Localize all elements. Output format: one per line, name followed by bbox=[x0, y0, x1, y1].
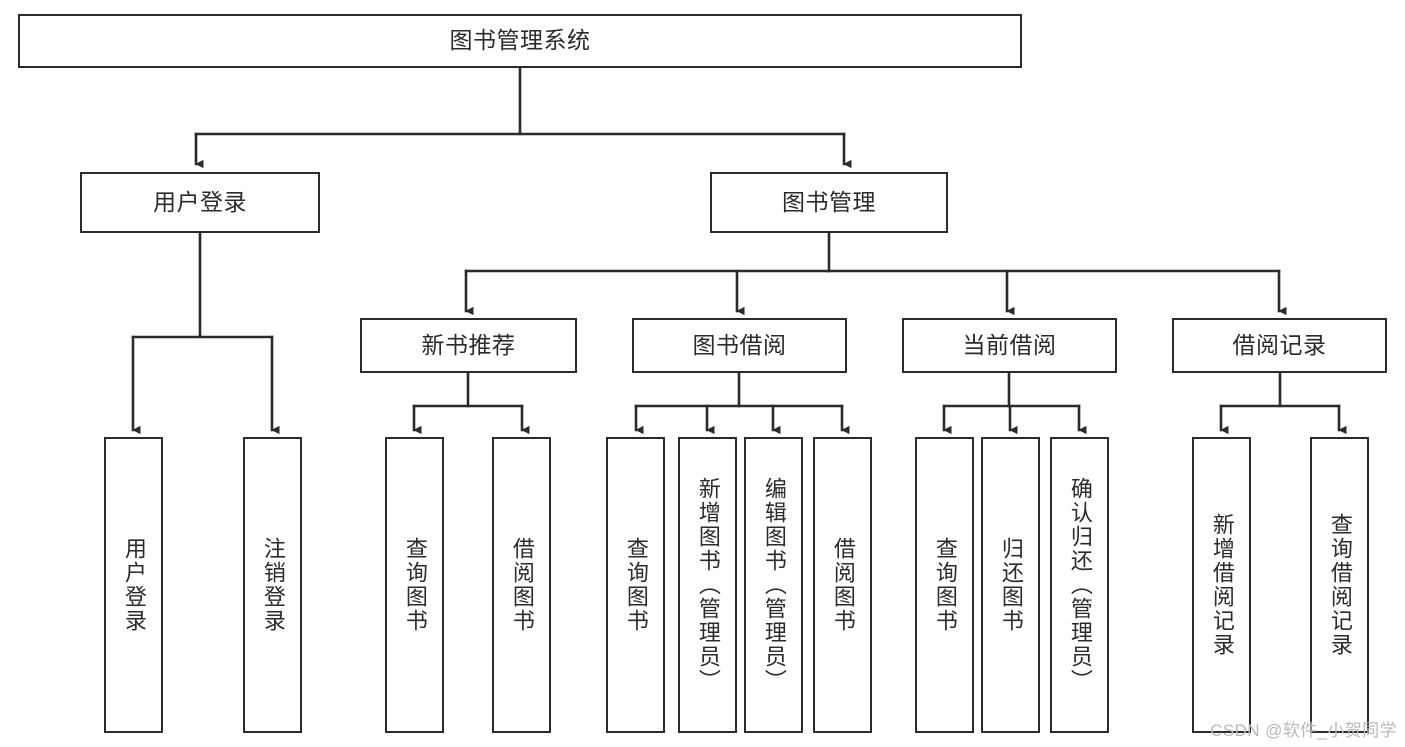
node-label: 借阅记录 bbox=[1232, 331, 1327, 358]
node-label: 当前借阅 bbox=[962, 331, 1057, 358]
node-label: 用户登录 bbox=[121, 537, 147, 633]
node-book-borrow[interactable]: 图书借阅 bbox=[632, 318, 847, 373]
node-label: 新增借阅记录 bbox=[1209, 513, 1235, 657]
node-label: 查询图书 bbox=[932, 537, 958, 633]
node-label: 图书管理 bbox=[782, 188, 876, 215]
node-label: 注销登录 bbox=[260, 537, 286, 633]
node-current-borrow[interactable]: 当前借阅 bbox=[902, 318, 1117, 373]
leaf-query-book-current[interactable]: 查询图书 bbox=[915, 437, 974, 733]
node-label: 编辑图书（管理员） bbox=[761, 477, 787, 693]
leaf-query-borrow-record[interactable]: 查询借阅记录 bbox=[1310, 437, 1369, 733]
leaf-query-book-recommend[interactable]: 查询图书 bbox=[385, 437, 444, 733]
node-user-login[interactable]: 用户登录 bbox=[80, 172, 320, 233]
leaf-borrow-book-recommend[interactable]: 借阅图书 bbox=[492, 437, 551, 733]
leaf-borrow-book-borrow[interactable]: 借阅图书 bbox=[813, 437, 872, 733]
node-label: 新增图书（管理员） bbox=[695, 477, 721, 693]
node-label: 归还图书 bbox=[998, 537, 1024, 633]
node-root-book-management-system[interactable]: 图书管理系统 bbox=[18, 14, 1022, 68]
leaf-logout-login[interactable]: 注销登录 bbox=[243, 437, 302, 733]
node-label: 新书推荐 bbox=[421, 331, 516, 358]
node-label: 图书管理系统 bbox=[449, 27, 591, 54]
leaf-edit-book-admin[interactable]: 编辑图书（管理员） bbox=[744, 437, 803, 733]
node-label: 确认归还（管理员） bbox=[1067, 477, 1093, 693]
node-label: 借阅图书 bbox=[830, 537, 856, 633]
node-label: 图书借阅 bbox=[692, 331, 787, 358]
node-label: 查询借阅记录 bbox=[1327, 513, 1353, 657]
node-new-book-recommend[interactable]: 新书推荐 bbox=[360, 318, 577, 373]
leaf-confirm-return-admin[interactable]: 确认归还（管理员） bbox=[1050, 437, 1109, 733]
leaf-query-book-borrow[interactable]: 查询图书 bbox=[606, 437, 665, 733]
leaf-add-book-admin[interactable]: 新增图书（管理员） bbox=[678, 437, 737, 733]
csdn-watermark: CSDN @软件_小贺同学 bbox=[1210, 721, 1397, 740]
leaf-add-borrow-record[interactable]: 新增借阅记录 bbox=[1192, 437, 1251, 733]
leaf-user-login[interactable]: 用户登录 bbox=[104, 437, 163, 733]
node-book-manage[interactable]: 图书管理 bbox=[710, 172, 948, 233]
node-label: 借阅图书 bbox=[509, 537, 535, 633]
node-label: 查询图书 bbox=[623, 537, 649, 633]
node-label: 查询图书 bbox=[402, 537, 428, 633]
node-borrow-record[interactable]: 借阅记录 bbox=[1172, 318, 1387, 373]
node-label: 用户登录 bbox=[153, 188, 247, 215]
leaf-return-book[interactable]: 归还图书 bbox=[981, 437, 1040, 733]
